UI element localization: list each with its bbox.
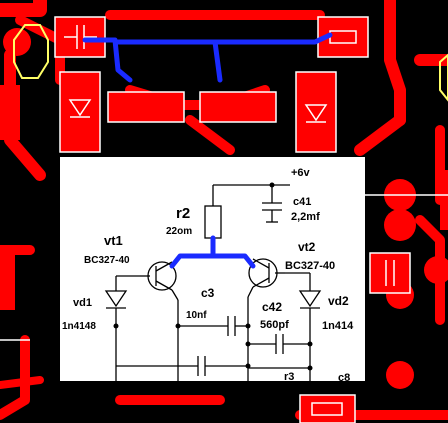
resistor-pad-a — [108, 92, 184, 122]
label-r3-ref: r3 — [284, 371, 294, 383]
diode-footprint-left — [60, 72, 100, 152]
edge-pad-right — [440, 170, 448, 230]
schematic-jumper — [169, 235, 256, 269]
label-c3-value: 10nf — [186, 310, 207, 321]
label-c41-ref: c41 — [293, 196, 311, 208]
schematic-wires — [104, 184, 322, 381]
schematic-inset: +6v c41 2,2mf r2 22om vt1 BC327-40 vt2 B… — [60, 157, 365, 384]
via-right-2 — [384, 209, 416, 241]
via-right-3 — [386, 281, 414, 309]
label-supply: +6v — [291, 167, 311, 179]
label-c42-ref: c42 — [262, 300, 282, 314]
diode-footprint-right — [296, 72, 336, 152]
label-vt2-ref: vt2 — [298, 240, 316, 254]
copper-pads — [0, 17, 448, 423]
cap-footprint-top-left — [55, 17, 105, 57]
footprint-bottom — [300, 395, 355, 423]
label-c41-value: 2,2mf — [291, 211, 320, 223]
resistor-pad-b — [200, 92, 276, 122]
edge-pad-left-top — [0, 85, 20, 140]
schematic-junctions — [113, 182, 313, 371]
via-right-4 — [386, 361, 414, 389]
edge-pad-left — [0, 255, 15, 310]
label-vd2-ref: vd2 — [328, 294, 349, 308]
label-r2-value: 22om — [166, 226, 192, 237]
label-vd2-part: 1n414 — [322, 320, 354, 332]
label-vt1-part: BC327-40 — [84, 255, 130, 266]
label-c3-ref: c3 — [201, 286, 215, 300]
label-vt2-part: BC327-40 — [285, 260, 335, 272]
label-vd1-part: 1n4148 — [62, 321, 96, 332]
label-c8-ref: c8 — [338, 372, 350, 384]
silkscreen — [0, 16, 448, 423]
octagon-pad-top-left — [13, 24, 49, 79]
via-right-5 — [424, 256, 448, 284]
yellow-pads — [13, 24, 448, 102]
label-vt1-ref: vt1 — [104, 233, 123, 248]
via-top-left — [3, 28, 31, 56]
label-r2-ref: r2 — [176, 205, 190, 222]
octagon-pad-right — [439, 53, 448, 102]
label-c42-value: 560pf — [260, 319, 289, 331]
label-vd1-ref: vd1 — [73, 297, 92, 309]
jumper-wire-top — [82, 32, 333, 83]
